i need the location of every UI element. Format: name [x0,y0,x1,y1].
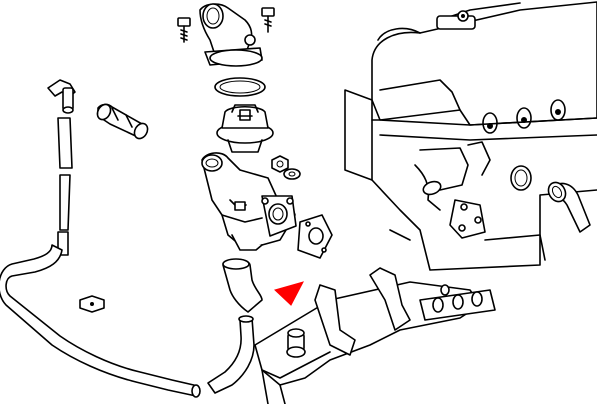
washer [283,168,301,180]
nut [271,155,289,173]
gasket [297,214,333,259]
coolant-hose [547,181,591,233]
bolt-top-right [261,7,275,33]
hose-clip [79,295,105,313]
thermostat-housing-cover [199,3,263,67]
long-coolant-pipe [0,79,201,398]
bypass-hose [207,315,255,394]
intake-manifold-section [254,267,496,404]
red-arrow-icon [274,281,304,306]
hose-elbow-highlighted [222,258,263,313]
engine-block [344,89,597,271]
bolts [177,7,301,180]
thermostat-housing [201,152,297,251]
cylinder-head [371,1,597,134]
short-hose [96,103,149,140]
bolt-top-left [177,17,191,43]
thermostat [216,104,274,153]
sealing-ring [214,77,266,97]
